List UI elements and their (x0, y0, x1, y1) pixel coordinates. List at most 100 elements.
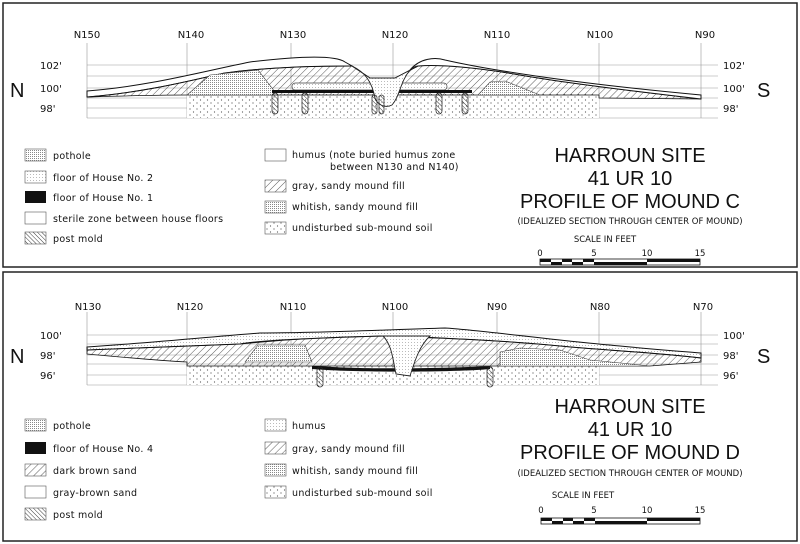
elevation-label: 102' (40, 61, 62, 72)
station-label: N120 (177, 302, 204, 313)
south-label: S (757, 346, 770, 368)
legend-label: post mold (53, 234, 103, 245)
elevation-label: 102' (723, 61, 745, 72)
scale-bar (539, 258, 701, 266)
legend-label: sterile zone between house floors (53, 214, 223, 225)
scale-tick: 0 (538, 506, 543, 516)
sterile-zone-swatch (24, 211, 47, 225)
post-molds (316, 366, 494, 388)
station-label: N130 (280, 30, 307, 41)
legend-label: floor of House No. 4 (53, 444, 153, 455)
title-block-mound-c: HARROUN SITE 41 UR 10 PROFILE OF MOUND C… (517, 145, 743, 266)
profile-mound-d: N130 N120 N110 N100 N90 N80 N70 100' 98'… (10, 302, 770, 388)
gray-brown-sand-swatch (24, 485, 47, 499)
elevation-label: 100' (40, 84, 62, 95)
post-mold-swatch (24, 231, 47, 245)
elevation-label: 98' (40, 351, 55, 362)
scale-label: SCALE IN FEET (552, 491, 615, 501)
elevation-label: 96' (40, 371, 55, 382)
post-mold-swatch (24, 507, 47, 521)
legend-label: undisturbed sub-mound soil (292, 223, 433, 234)
whitish-fill-n (186, 69, 276, 96)
profile-mound-c: N150 N140 N130 N120 N110 N100 N90 102' 1… (10, 30, 770, 119)
panel-border (2, 2, 798, 268)
legend-label: between N130 and N140) (330, 162, 459, 173)
elevation-label: 98' (723, 351, 738, 362)
profile-title: PROFILE OF MOUND C (520, 191, 740, 213)
scale-label: SCALE IN FEET (574, 235, 637, 245)
pothole-swatch (24, 418, 47, 432)
dark-brown-sand-swatch (24, 463, 47, 477)
legend-label: floor of House No. 2 (53, 173, 153, 184)
whitish-fill-s (477, 80, 541, 96)
legend-label: whitish, sandy mound fill (292, 466, 418, 477)
profile-subtitle: (IDEALIZED SECTION THROUGH CENTER OF MOU… (517, 469, 742, 479)
legend-label: dark brown sand (53, 466, 137, 477)
house-2-floor-swatch (24, 170, 47, 184)
legend-mound-d: pothole floor of House No. 4 dark brown … (24, 418, 433, 521)
station-label: N120 (382, 30, 409, 41)
elevation-label: 100' (723, 331, 745, 342)
whitish-fill-n (244, 344, 313, 363)
legend-label: humus (note buried humus zone (292, 150, 456, 161)
humus-swatch (264, 148, 287, 162)
legend-label: floor of House No. 1 (53, 193, 153, 204)
profile-subtitle: (IDEALIZED SECTION THROUGH CENTER OF MOU… (517, 217, 742, 227)
elevation-label: 96' (723, 371, 738, 382)
legend-label: whitish, sandy mound fill (292, 202, 418, 213)
station-label: N100 (587, 30, 614, 41)
station-label: N80 (590, 302, 610, 313)
scale-tick: 5 (591, 249, 596, 259)
site-title: HARROUN SITE (554, 145, 705, 167)
gray-fill-swatch (264, 441, 287, 455)
humus (86, 327, 702, 359)
scale-tick: 15 (695, 249, 706, 259)
house-1-floor-swatch (25, 191, 46, 203)
whitish-fill-swatch (264, 200, 287, 214)
north-label: N (10, 346, 24, 368)
elevation-label: 98' (723, 104, 738, 115)
station-label: N150 (74, 30, 101, 41)
house-4-floor-swatch (25, 442, 46, 454)
elevation-label: 100' (723, 84, 745, 95)
site-title: HARROUN SITE (554, 396, 705, 418)
pothole (381, 335, 432, 377)
station-label: N130 (75, 302, 102, 313)
panel-mound-c: N150 N140 N130 N120 N110 N100 N90 102' 1… (2, 2, 798, 268)
post-molds (271, 92, 469, 115)
station-label: N110 (280, 302, 307, 313)
whitish-fill-swatch (264, 463, 287, 477)
scale-bar (540, 517, 701, 525)
station-label: N110 (484, 30, 511, 41)
site-number: 41 UR 10 (588, 419, 673, 441)
legend-label: gray, sandy mound fill (292, 444, 405, 455)
title-block-mound-d: HARROUN SITE 41 UR 10 PROFILE OF MOUND D… (517, 396, 743, 525)
legend-label: gray, sandy mound fill (292, 181, 405, 192)
legend-label: undisturbed sub-mound soil (292, 488, 433, 499)
station-label: N140 (178, 30, 205, 41)
station-label: N90 (695, 30, 715, 41)
humus-swatch (264, 418, 287, 432)
elevation-label: 100' (40, 331, 62, 342)
sub-mound-soil-swatch (264, 485, 287, 499)
legend-label: pothole (53, 421, 91, 432)
legend-label: humus (292, 421, 326, 432)
sub-mound-soil (187, 366, 599, 385)
station-label: N70 (693, 302, 713, 313)
scale-tick: 10 (642, 506, 653, 516)
scale-tick: 15 (695, 506, 706, 516)
pothole (351, 65, 419, 107)
station-label: N100 (382, 302, 409, 313)
whitish-fill-s (499, 347, 651, 367)
legend-label: gray-brown sand (53, 488, 137, 499)
scale-tick: 10 (642, 249, 653, 259)
house-1-floor (272, 90, 472, 93)
legend-label: post mold (53, 510, 103, 521)
pothole-swatch (24, 148, 47, 162)
south-label: S (757, 80, 770, 102)
house-2-floor (291, 82, 448, 91)
site-number: 41 UR 10 (588, 168, 673, 190)
station-label: N90 (487, 302, 507, 313)
scale-tick: 5 (591, 506, 596, 516)
